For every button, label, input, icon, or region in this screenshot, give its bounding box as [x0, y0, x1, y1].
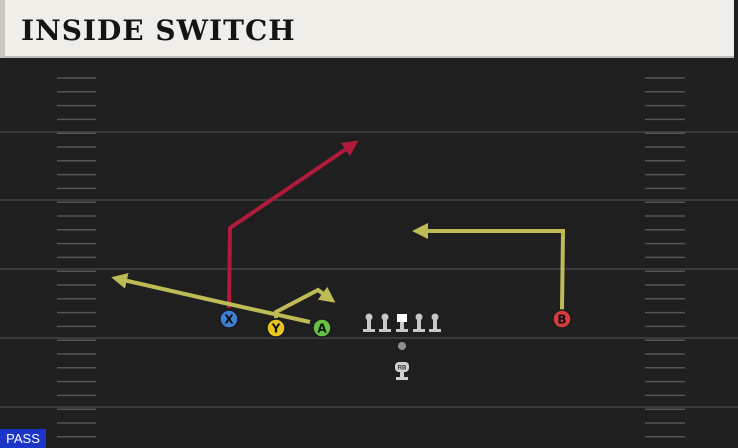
center-icon [396, 314, 408, 332]
lineman-icon [379, 313, 391, 332]
receiver-y-button[interactable]: Y [266, 318, 286, 338]
hash-marks-right [645, 77, 685, 438]
x-button-label: X [224, 313, 234, 327]
y-button-label: Y [271, 322, 281, 336]
quarterback-icon [398, 342, 406, 350]
route-y [274, 286, 336, 318]
hash-marks-left [57, 77, 96, 438]
offensive-line [363, 313, 441, 332]
lineman-icon [413, 313, 425, 332]
route-x [227, 140, 359, 309]
lineman-icon [363, 313, 375, 332]
lineman-icon [429, 313, 441, 332]
play-title: INSIDE SWITCH [21, 14, 296, 47]
route-a [111, 272, 311, 324]
receiver-b-button[interactable]: B [552, 309, 572, 329]
a-button-label: A [317, 322, 327, 336]
receiver-x-button[interactable]: X [219, 309, 239, 329]
receiver-a-button[interactable]: A [312, 318, 332, 338]
play-type-badge: PASS [0, 429, 46, 448]
play-title-bar: INSIDE SWITCH [0, 0, 734, 58]
running-back-label: RB [398, 366, 407, 372]
running-back-icon: RB [395, 362, 409, 380]
playbook-field: RB X Y A B [0, 60, 738, 448]
route-b [412, 223, 566, 311]
yard-lines [0, 131, 738, 408]
b-button-label: B [557, 313, 566, 327]
